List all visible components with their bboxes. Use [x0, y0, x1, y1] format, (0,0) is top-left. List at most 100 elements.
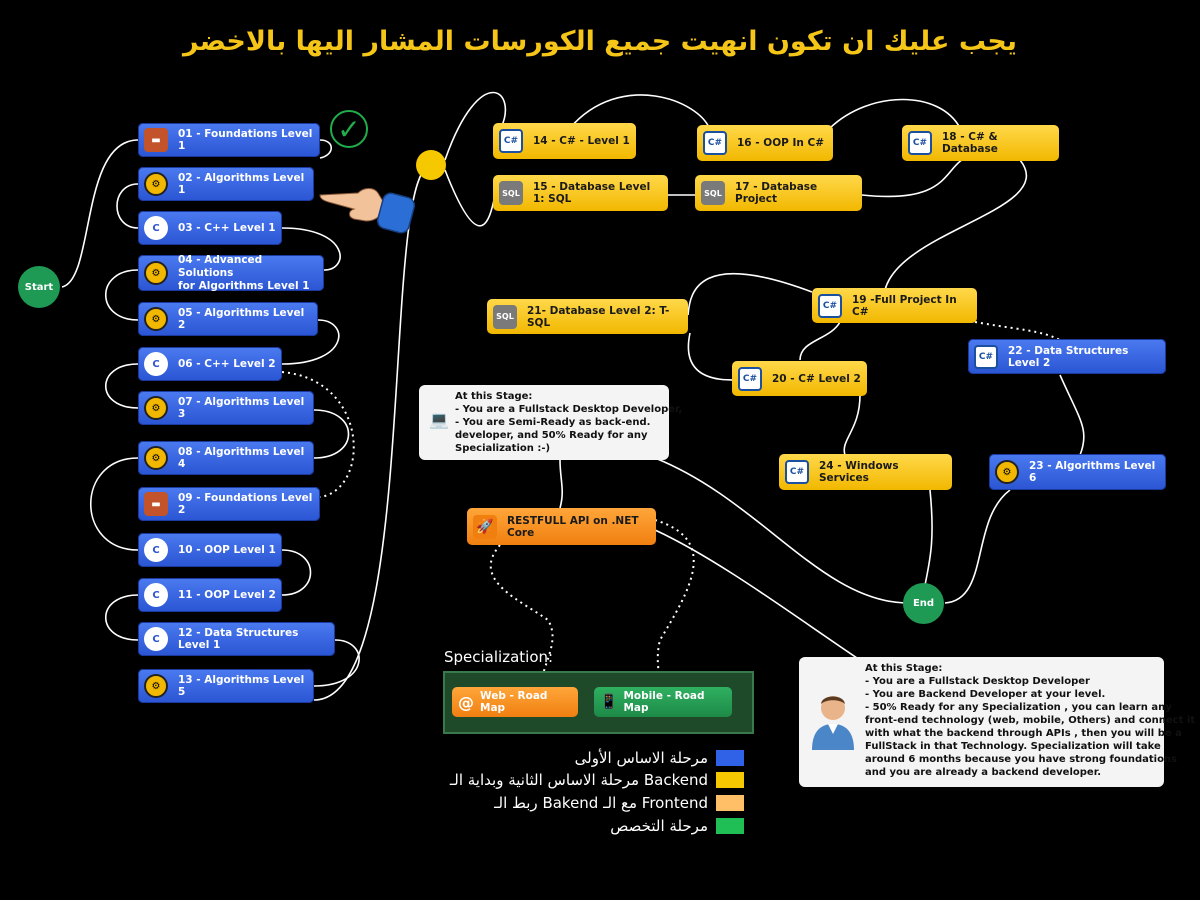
laptop-icon: 💻 — [429, 410, 449, 429]
brick-icon: ▬ — [144, 128, 168, 152]
algorithm-chip-icon: ⚙ — [144, 446, 168, 470]
course-label: 03 - C++ Level 1 — [178, 222, 276, 234]
stage-line: - You are Backend Developer at your leve… — [865, 689, 1106, 700]
algorithm-chip-icon: ⚙ — [144, 307, 168, 331]
csharp-icon: C# — [703, 131, 727, 155]
course-label: 02 - Algorithms Level 1 — [178, 172, 305, 196]
legend-label: ربط الـ Bakend مع الـ Frontend — [494, 794, 708, 812]
course-label: 05 - Algorithms Level 2 — [178, 307, 305, 331]
legend-item: مرحلة الاساس الأولى — [438, 749, 744, 767]
course-node-23[interactable]: ⚙23 - Algorithms Level 6 — [989, 454, 1166, 490]
end-node: End — [903, 583, 944, 624]
algorithm-chip-icon: ⚙ — [144, 172, 168, 196]
course-label: 07 - Algorithms Level 3 — [178, 396, 305, 420]
cpp-icon: C — [144, 583, 168, 607]
course-label: 13 - Algorithms Level 5 — [178, 674, 305, 698]
course-label: 17 - Database Project — [735, 181, 818, 205]
web-roadmap-button[interactable]: @Web - Road Map — [452, 687, 578, 717]
legend-item: ربط الـ Bakend مع الـ Frontend — [438, 794, 744, 812]
course-label: 14 - C# - Level 1 — [533, 135, 630, 147]
database-icon: SQL — [493, 304, 517, 329]
course-node-21[interactable]: SQL 21- Database Level 2: T-SQL — [487, 299, 688, 334]
course-node-16[interactable]: C# 16 - OOP In C# — [697, 125, 833, 161]
course-node-19[interactable]: C# 19 -Full Project In C# — [812, 288, 977, 323]
database-icon: SQL — [701, 181, 725, 205]
legend-swatch — [716, 772, 744, 788]
rocket-icon: 🚀 — [473, 514, 497, 539]
stage-line: front-end technology (web, mobile, Other… — [865, 715, 1196, 726]
cpp-icon: C — [144, 352, 168, 376]
course-label: 01 - Foundations Level 1 — [178, 128, 313, 152]
course-label: 24 - Windows Services — [819, 460, 899, 484]
course-node-17[interactable]: SQL 17 - Database Project — [695, 175, 862, 211]
stage-line: and you are already a backend developer. — [865, 767, 1102, 778]
course-node-08[interactable]: ⚙ 08 - Algorithms Level 4 — [138, 441, 314, 475]
algorithm-chip-icon: ⚙ — [144, 261, 168, 285]
course-node-20[interactable]: C#20 - C# Level 2 — [732, 361, 867, 396]
course-node-06[interactable]: C 06 - C++ Level 2 — [138, 347, 282, 381]
legend-swatch — [716, 795, 744, 811]
course-label: 20 - C# Level 2 — [772, 372, 861, 385]
stage-line: around 6 months because you have strong … — [865, 754, 1178, 765]
pointing-hand-icon — [319, 188, 416, 234]
course-node-05[interactable]: ⚙ 05 - Algorithms Level 2 — [138, 302, 318, 336]
course-label: 08 - Algorithms Level 4 — [178, 446, 305, 470]
legend-item: مرحلة التخصص — [438, 817, 744, 835]
cpp-icon: C — [144, 538, 168, 562]
course-node-07[interactable]: ⚙07 - Algorithms Level 3 — [138, 391, 314, 425]
course-node-02[interactable]: ⚙ 02 - Algorithms Level 1 — [138, 167, 314, 201]
course-label: 22 - Data Structures Level 2 — [1008, 344, 1129, 369]
stage-line: FullStack in that Technology. Specializa… — [865, 741, 1161, 752]
start-node: Start — [18, 266, 60, 308]
course-node-22[interactable]: C#22 - Data Structures Level 2 — [968, 339, 1166, 374]
page-title: يجب عليك ان تكون انهيت جميع الكورسات الم… — [182, 26, 1018, 57]
stage-line: Specialization :-) — [455, 443, 551, 454]
csharp-icon: C# — [499, 129, 523, 153]
stage-card-1: 💻 At this Stage: - You are a Fullstack D… — [419, 385, 682, 460]
course-label: 18 - C# & Database — [942, 131, 998, 155]
course-node-24[interactable]: C#24 - Windows Services — [779, 454, 952, 490]
restful-api-node[interactable]: 🚀 RESTFULL API on .NET Core — [467, 508, 656, 545]
course-node-15[interactable]: SQL 15 - Database Level 1: SQL — [493, 175, 668, 211]
database-icon: SQL — [499, 181, 523, 205]
course-node-13[interactable]: ⚙13 - Algorithms Level 5 — [138, 669, 314, 703]
end-label: End — [912, 598, 935, 609]
course-label: 19 -Full Project In C# — [852, 293, 957, 318]
course-node-01[interactable]: ▬ 01 - Foundations Level 1 — [138, 123, 320, 157]
course-node-14[interactable]: C# 14 - C# - Level 1 — [493, 123, 636, 159]
course-label: 21- Database Level 2: T-SQL — [527, 304, 670, 329]
course-label: 23 - Algorithms Level 6 — [1029, 460, 1156, 484]
legend-label: مرحلة الاساس الثانية وبداية الـ Backend — [449, 771, 708, 789]
course-label: RESTFULL API on .NET Core — [507, 514, 639, 539]
csharp-icon: C# — [818, 293, 842, 318]
stage-line: - 50% Ready for any Specialization , you… — [865, 702, 1172, 713]
legend-swatch — [716, 818, 744, 834]
cpp-icon: C — [144, 216, 168, 240]
legend-label: مرحلة التخصص — [610, 817, 708, 835]
mobile-roadmap-label: Mobile - Road Map — [623, 690, 705, 714]
checkmark-icon: ✓ — [330, 110, 368, 148]
legend-label: مرحلة الاساس الأولى — [574, 749, 708, 767]
web-roadmap-label: Web - Road Map — [480, 690, 548, 714]
course-node-11[interactable]: C 11 - OOP Level 2 — [138, 578, 282, 612]
course-label: 15 - Database Level 1: SQL — [533, 181, 651, 205]
csharp-icon: C# — [908, 131, 932, 155]
course-label: 11 - OOP Level 2 — [178, 589, 276, 601]
mobile-roadmap-button[interactable]: 📱Mobile - Road Map — [594, 687, 732, 717]
developer-avatar-icon — [812, 696, 854, 750]
stage-line: - You are Semi-Ready as back-end. — [455, 417, 651, 428]
brick-icon: ▬ — [144, 492, 168, 516]
legend-item: مرحلة الاساس الثانية وبداية الـ Backend — [438, 771, 744, 789]
course-label: 06 - C++ Level 2 — [178, 358, 276, 370]
stage-line: developer, and 50% Ready for any — [455, 430, 648, 441]
course-node-09[interactable]: ▬09 - Foundations Level 2 — [138, 487, 320, 521]
course-node-03[interactable]: C 03 - C++ Level 1 — [138, 211, 282, 245]
course-label: 16 - OOP In C# — [737, 137, 825, 149]
course-node-18[interactable]: C# 18 - C# & Database — [902, 125, 1059, 161]
cpp-icon: C — [144, 627, 168, 651]
stage-line: - You are a Fullstack Desktop Developer — [865, 676, 1090, 687]
